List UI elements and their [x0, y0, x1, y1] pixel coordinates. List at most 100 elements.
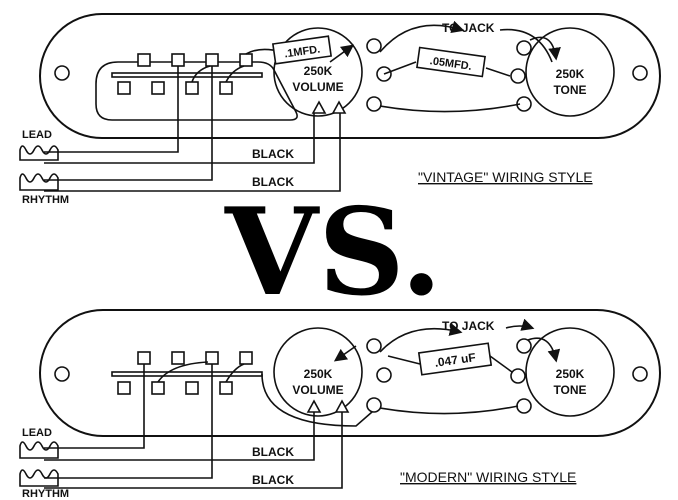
modern-caption: "MODERN" WIRING STYLE	[400, 469, 576, 485]
vintage-rhythm-pickup-coil	[19, 173, 59, 191]
modern-switch-lug	[171, 351, 185, 365]
modern-lead-pickup-coil	[19, 441, 59, 459]
modern-switch-blade	[111, 371, 263, 377]
modern-switch-jumper	[157, 361, 209, 383]
vintage-switch-housing	[95, 61, 298, 121]
vintage-volume-label: VOLUME	[292, 80, 343, 94]
vintage-switch-lug	[219, 81, 233, 95]
vintage-wire-to-jack	[499, 28, 553, 63]
vintage-switch-lug	[151, 81, 165, 95]
vs-heading: VS.	[224, 182, 442, 323]
modern-wire-black	[44, 412, 315, 461]
modern-lead-label: LEAD	[22, 427, 52, 439]
modern-ground-wire	[379, 405, 519, 415]
vintage-lead-pickup-coil	[19, 145, 59, 161]
modern-volume-value: 250K	[304, 367, 333, 381]
modern-switch-lug	[185, 381, 199, 395]
vintage-caption: "VINTAGE" WIRING STYLE	[418, 169, 593, 185]
modern-tone-value: 250K	[556, 367, 585, 381]
vintage-wire-rhythm	[44, 66, 213, 181]
vintage-volume-pot	[273, 27, 363, 117]
vintage-volume-lug	[366, 96, 382, 112]
vintage-switch-lug	[239, 53, 253, 67]
vintage-diagram	[19, 13, 661, 192]
modern-volume-wiper-arrow	[333, 345, 357, 362]
vintage-rhythm-label: RHYTHM	[22, 194, 69, 206]
modern-mount-screw-right	[632, 366, 648, 382]
vintage-black-label-1: BLACK	[252, 147, 294, 161]
vintage-tone-pot	[525, 27, 615, 117]
vintage-volume-wiper-arrow	[329, 44, 355, 63]
vintage-wire	[485, 67, 511, 77]
modern-wire	[387, 355, 421, 365]
modern-diagram	[19, 309, 661, 489]
modern-volume-pot	[273, 327, 363, 417]
vintage-mount-screw-right	[632, 65, 648, 81]
modern-black-label-2: BLACK	[252, 473, 294, 487]
modern-black-label-1: BLACK	[252, 445, 294, 459]
vintage-cap-volume-label: .1MFD.	[284, 44, 321, 61]
vintage-tone-wiper-arrow	[529, 36, 561, 61]
modern-switch-lug	[239, 351, 253, 365]
modern-cap-tone	[417, 342, 493, 376]
vintage-switch-lug	[205, 53, 219, 67]
modern-tone-lug	[516, 338, 532, 354]
modern-rhythm-pickup-coil	[19, 469, 59, 487]
vintage-to-jack-label: TO JACK	[442, 21, 495, 35]
modern-mount-screw-left	[54, 366, 70, 382]
vintage-volume-lug	[366, 38, 382, 54]
modern-wire-to-jack	[505, 318, 535, 331]
modern-wire-lead	[44, 364, 145, 449]
modern-to-jack-label: TO JACK	[442, 319, 495, 333]
modern-volume-input-lug	[306, 399, 322, 413]
vintage-switch-blade	[111, 72, 263, 78]
modern-wire	[489, 355, 513, 373]
modern-switch-lug	[117, 381, 131, 395]
modern-switch-lug	[151, 381, 165, 395]
vintage-wire-to-jack	[379, 20, 465, 53]
vintage-ground-wire	[379, 103, 521, 113]
modern-tone-lug	[516, 398, 532, 414]
vintage-black-label-2: BLACK	[252, 175, 294, 189]
vintage-wire-lead	[44, 66, 179, 153]
modern-switch-lug	[137, 351, 151, 365]
vintage-cap-volume	[271, 35, 333, 65]
vintage-switch-jumper	[191, 65, 211, 83]
modern-rhythm-label: RHYTHM	[22, 488, 69, 500]
modern-tone-lug	[510, 368, 526, 384]
vintage-wire-black	[44, 113, 315, 164]
modern-volume-label: VOLUME	[292, 383, 343, 397]
modern-wire-rhythm	[44, 364, 213, 479]
vintage-wire-black	[44, 113, 341, 192]
vintage-volume-value: 250K	[304, 64, 333, 78]
vintage-tone-lug	[510, 68, 526, 84]
vintage-tone-value: 250K	[556, 67, 585, 81]
modern-control-plate	[39, 309, 661, 437]
modern-tone-wiper-arrow	[527, 337, 561, 363]
modern-tone-label: TONE	[553, 383, 586, 397]
vintage-volume-input-lug	[331, 100, 347, 114]
vintage-mount-screw-left	[54, 65, 70, 81]
modern-switch-lug	[219, 381, 233, 395]
modern-tone-pot	[525, 327, 615, 417]
modern-ground-wire	[261, 373, 373, 427]
vintage-switch-jumper	[225, 65, 245, 83]
vintage-tone-lug	[516, 40, 532, 56]
modern-cap-tone-label: .047 uF	[434, 350, 477, 370]
modern-wire-to-jack	[379, 323, 463, 353]
modern-volume-lug	[366, 397, 382, 413]
vintage-switch-lug	[117, 81, 131, 95]
vintage-wire	[383, 61, 417, 75]
modern-switch-jumper	[225, 363, 245, 383]
modern-wire-black	[44, 412, 343, 489]
vintage-cap-tone-label: .05MFD.	[429, 55, 472, 73]
modern-volume-lug	[366, 338, 382, 354]
vintage-switch-lug	[137, 53, 151, 67]
vintage-control-plate	[39, 13, 661, 139]
vintage-lead-label: LEAD	[22, 129, 52, 141]
vintage-switch-lug	[171, 53, 185, 67]
modern-volume-lug	[376, 367, 392, 383]
vintage-tone-label: TONE	[553, 83, 586, 97]
vintage-volume-input-lug	[311, 100, 327, 114]
